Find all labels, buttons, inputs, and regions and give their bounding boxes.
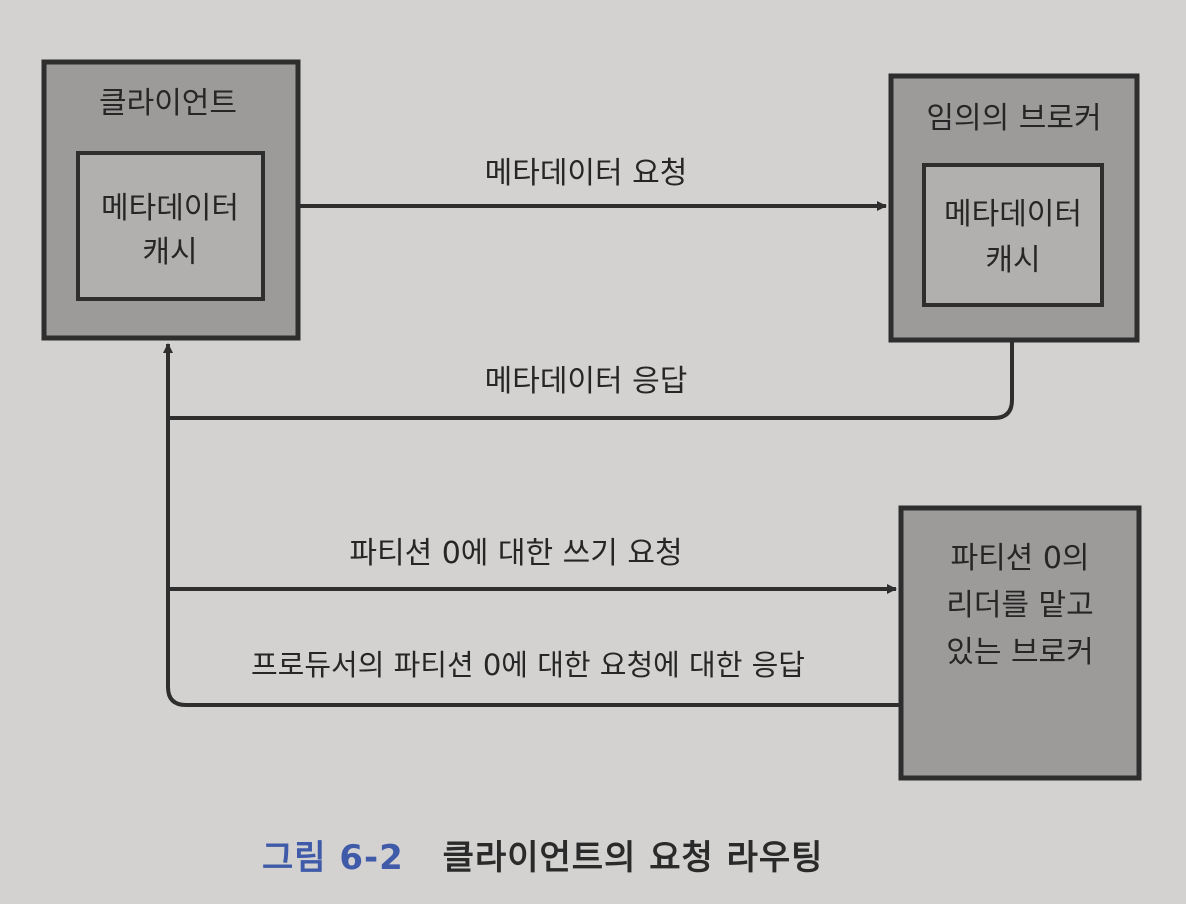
random-broker-cache-label-line2: 캐시 (985, 243, 1040, 278)
metadata-response-label: 메타데이터 응답 (485, 364, 688, 399)
random-broker-title: 임의의 브로커 (926, 101, 1101, 136)
write-request-edge: 파티션 0에 대한 쓰기 요청 (166, 418, 897, 594)
write-response-line (166, 589, 901, 707)
write-response-edge: 프로듀서의 파티션 0에 대한 요청에 대한 응답 (166, 589, 901, 707)
client-cache-box (76, 151, 265, 301)
metadata-request-edge: 메타데이터 요청 (298, 156, 887, 211)
figure-number: 그림 6-2 (262, 838, 404, 878)
figure-caption: 그림 6-2 클라이언트의 요청 라우팅 (262, 830, 823, 879)
leader-broker-node: 파티션 0의 리더를 맡고 있는 브로커 (898, 505, 1142, 781)
client-title: 클라이언트 (99, 86, 237, 121)
random-broker-cache-label-line1: 메타데이터 (944, 197, 1082, 232)
client-node: 클라이언트 메타데이터 캐시 (41, 59, 301, 341)
client-cache-label-line2: 캐시 (142, 235, 197, 270)
write-response-label: 프로듀서의 파티션 0에 대한 요청에 대한 응답 (251, 648, 805, 682)
write-request-label: 파티션 0에 대한 쓰기 요청 (349, 536, 682, 571)
metadata-response-edge: 메타데이터 응답 (163, 342, 1014, 420)
leader-broker-label-line3: 있는 브로커 (946, 635, 1094, 670)
metadata-response-arrow (163, 342, 1014, 420)
random-broker-cache-box (922, 163, 1104, 307)
metadata-request-label: 메타데이터 요청 (485, 156, 688, 191)
random-broker-node: 임의의 브로커 메타데이터 캐시 (888, 73, 1140, 343)
figure-title: 클라이언트의 요청 라우팅 (442, 838, 824, 878)
client-cache-label-line1: 메타데이터 (101, 191, 239, 226)
leader-broker-label-line1: 파티션 0의 (950, 541, 1089, 576)
leader-broker-label-line2: 리더를 맡고 (946, 588, 1094, 623)
leader-broker-box (898, 505, 1142, 781)
